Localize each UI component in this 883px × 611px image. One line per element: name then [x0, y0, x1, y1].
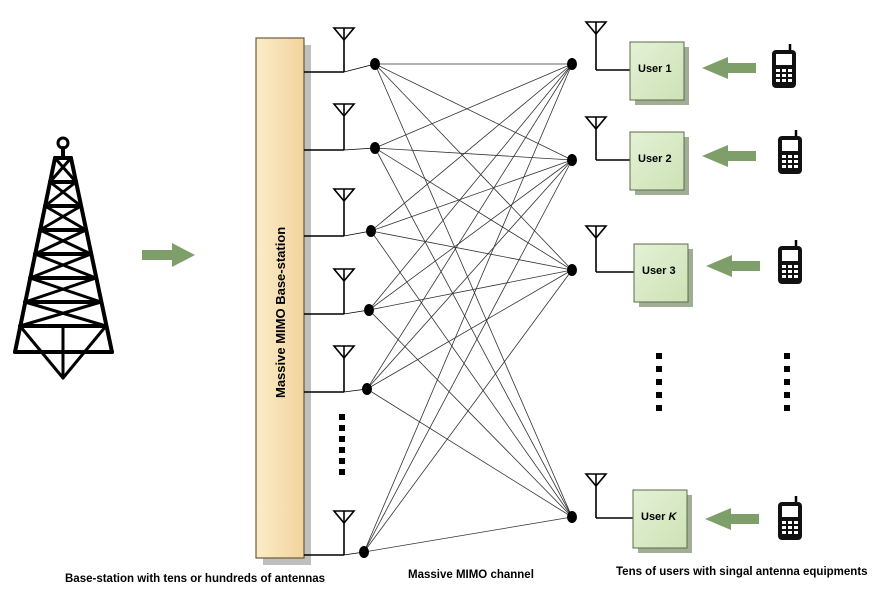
antenna-icon	[304, 510, 365, 556]
user-box	[633, 243, 693, 307]
antenna-icon	[584, 21, 630, 71]
antenna-icon	[584, 473, 633, 519]
channel-link	[368, 269, 573, 311]
user-2: User 2	[584, 116, 802, 195]
base-station-label: Massive MIMO Base-station	[273, 227, 288, 398]
phone-to-user-arrow	[702, 145, 756, 167]
users-caption: Tens of users with singal antenna equipm…	[616, 566, 868, 578]
channel-node	[370, 58, 380, 70]
channel-node	[364, 304, 374, 316]
user-label: User 2	[638, 153, 672, 165]
channel-link	[374, 63, 573, 271]
channel-link	[374, 147, 573, 518]
channel-link	[374, 63, 573, 149]
channel-link	[366, 388, 573, 518]
user-box	[632, 489, 692, 553]
user-label: User 1	[638, 63, 672, 75]
base-station-ellipsis	[339, 414, 345, 475]
user-3: User 3	[584, 225, 802, 307]
channel-link	[374, 63, 573, 161]
user-4: User K	[584, 473, 802, 553]
channel-link	[363, 516, 573, 553]
antenna-icon	[304, 188, 372, 237]
channel-link	[363, 63, 573, 553]
channel-links	[363, 63, 573, 553]
mobile-phone-icon	[778, 130, 802, 174]
user-nodes	[567, 58, 577, 523]
channel-link	[370, 230, 573, 271]
channel-link	[374, 147, 573, 161]
antenna-icon	[304, 27, 376, 73]
channel-link	[368, 309, 573, 518]
channel-link	[366, 269, 573, 390]
base-station-nodes	[359, 58, 380, 558]
phone-to-user-arrow	[706, 255, 760, 277]
channel-node	[366, 225, 376, 237]
mobile-phone-icon	[778, 496, 802, 540]
base-station-caption: Base-station with tens or hundreds of an…	[65, 573, 325, 585]
antenna-icon	[584, 225, 634, 273]
mobile-phone-icon	[772, 44, 796, 88]
channel-link	[363, 159, 573, 553]
user-box	[629, 131, 689, 195]
user-box	[629, 41, 689, 105]
channel-node	[567, 58, 577, 70]
antenna-icon	[304, 268, 370, 315]
channel-link	[366, 159, 573, 390]
channel-node	[567, 264, 577, 276]
channel-link	[374, 147, 573, 271]
base-station-antennas	[304, 27, 376, 556]
user-label: User 3	[642, 265, 676, 277]
phone-to-user-arrow	[705, 508, 759, 530]
channel-link	[370, 63, 573, 232]
antenna-icon	[304, 103, 376, 151]
antenna-icon	[304, 345, 368, 393]
channel-node	[359, 546, 369, 558]
channel-link	[366, 63, 573, 390]
user-label: User K	[641, 511, 678, 523]
mobile-phone-icon	[778, 240, 802, 284]
channel-node	[567, 511, 577, 523]
channel-caption: Massive MIMO channel	[408, 569, 534, 581]
channel-node	[567, 154, 577, 166]
antenna-icon	[584, 116, 630, 161]
channel-node	[370, 142, 380, 154]
user-1: User 1	[584, 21, 796, 105]
base-station-block: Massive MIMO Base-station	[255, 37, 311, 565]
channel-link	[370, 230, 573, 518]
channel-link	[363, 269, 573, 553]
user-list: User 1 User 2 User 3 User K	[584, 21, 802, 553]
phone-ellipsis	[784, 353, 790, 411]
channel-link	[368, 159, 573, 311]
channel-link	[374, 63, 573, 518]
phone-to-user-arrow	[702, 57, 756, 79]
channel-link	[368, 63, 573, 311]
user-ellipsis	[656, 353, 662, 411]
tower-icon	[13, 136, 114, 380]
tower-to-base-station-arrow	[142, 243, 195, 267]
channel-node	[362, 383, 372, 395]
channel-link	[370, 159, 573, 232]
